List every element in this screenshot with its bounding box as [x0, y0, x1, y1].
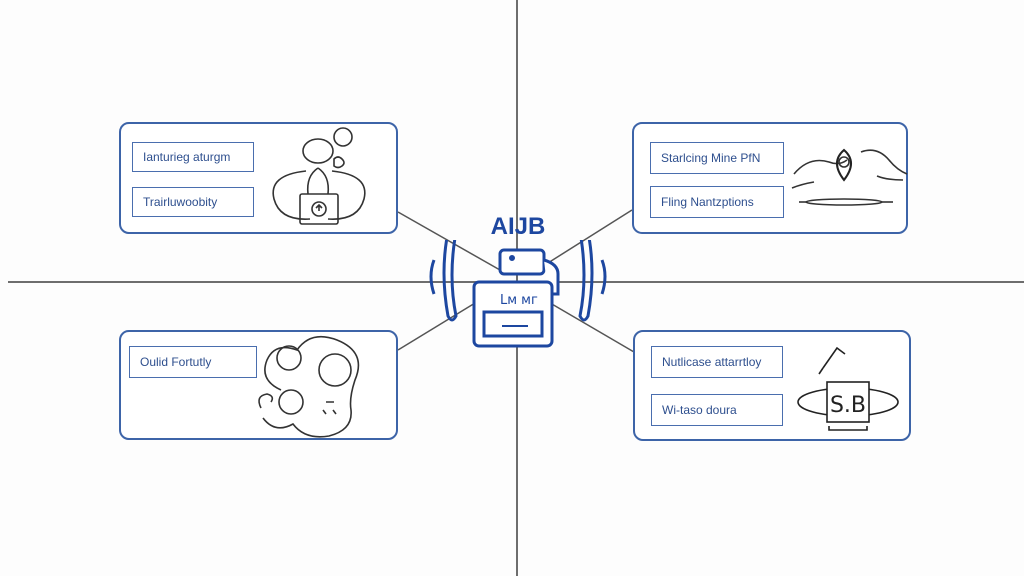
card-top-left[interactable]: Ianturieg aturgm Trairluwoobity [119, 122, 398, 234]
card-top-right[interactable]: Starlcing Mine PfN Fling Nantzptions [632, 122, 908, 234]
card-bottom-right[interactable]: Nutlicase attarrtloy Wi-taso doura S.B [633, 330, 911, 441]
connector-bottom-left [397, 299, 481, 351]
card-label: Fling Nantzptions [650, 186, 784, 218]
document-printer-icon: Lм мг [429, 240, 607, 348]
card-label: Oulid Fortutly [129, 346, 257, 378]
card-label: Starlcing Mine PfN [650, 142, 784, 174]
hub-icon-text: Lм мг [500, 293, 538, 308]
right-signal-icon [578, 240, 594, 322]
card-bottom-left[interactable]: Oulid Fortutly [119, 330, 398, 440]
connector-top-left [397, 211, 501, 271]
map-pin-icon [791, 148, 908, 206]
sb-badge-text: S.B [830, 393, 866, 418]
connector-top-right [539, 209, 633, 269]
bubbles-icon [258, 335, 360, 438]
card-label: Trairluwoobity [132, 187, 254, 217]
left-signal-icon [442, 240, 458, 322]
card-label: Nutlicase attarrtloy [651, 346, 783, 378]
cloud-lock-icon [272, 127, 366, 225]
hub-title: AIJB [490, 213, 546, 240]
connector-bottom-right [544, 299, 635, 353]
sb-badge-icon: S.B [797, 346, 899, 431]
card-label: Wi-taso doura [651, 394, 783, 426]
card-label: Ianturieg aturgm [132, 142, 254, 172]
